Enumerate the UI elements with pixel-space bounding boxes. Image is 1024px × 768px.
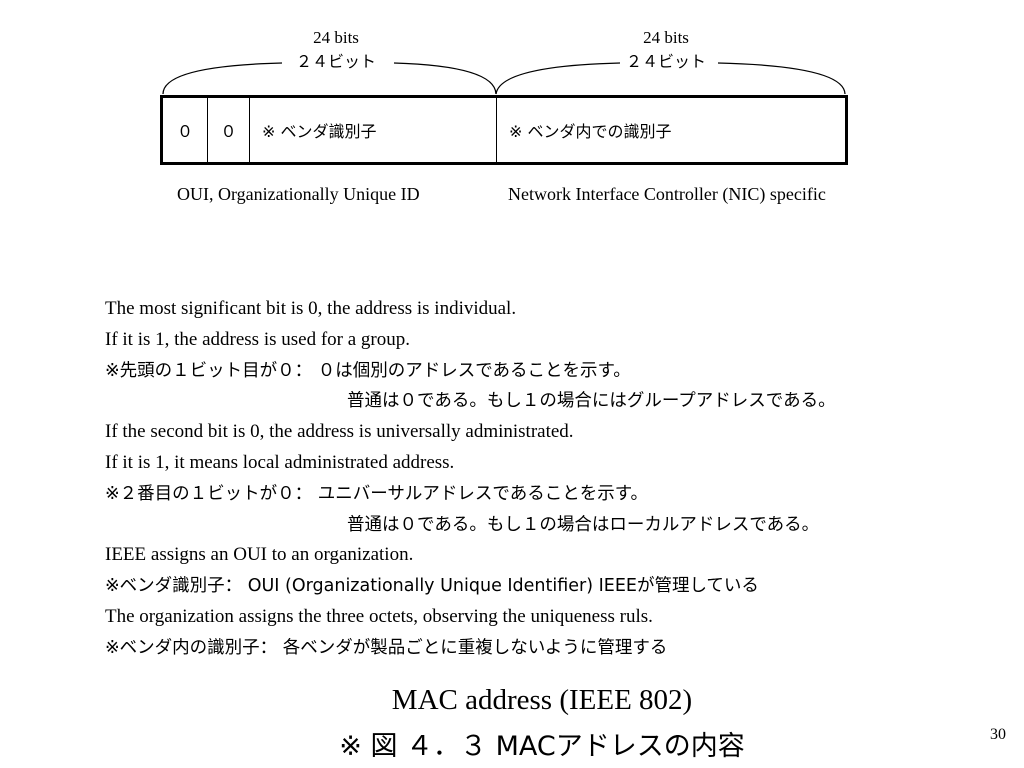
slide-title: MAC address (IEEE 802) [391,684,693,716]
right-span-bracket [495,62,621,95]
right-bits-label-jp: ２４ビット [625,52,706,71]
left-span-bracket-right [393,62,497,95]
ul-bit-value: ０ [220,122,237,141]
body-line: If it is 1, it means local administrated… [105,451,455,473]
mac-address-field-table: ０ ０ ※ ベンダ識別子 ※ ベンダ内での識別子 [160,95,848,165]
oui-cell: ※ ベンダ識別子 [249,98,496,162]
body-line: ※ベンダ識別子： OUI (Organizationally Unique Id… [105,576,759,597]
body-line: IEEE assigns an OUI to an organization. [105,544,414,566]
nic-label: ※ ベンダ内での識別子 [509,122,672,141]
right-span-bracket-right [717,62,846,95]
oui-label: ※ ベンダ識別子 [262,122,377,141]
body-line: If the second bit is 0, the address is u… [105,421,574,443]
body-line: The most significant bit is 0, the addre… [105,298,517,319]
page-number: 30 [990,726,1006,743]
body-line: ※２番目の１ビットが０： ユニバーサルアドレスであることを示す。 [105,483,648,504]
body-line: 普通は０である。もし１の場合にはグループアドレスである。 [347,391,836,412]
bit-span-brackets [162,62,846,95]
body-line: The organization assigns the three octet… [105,605,653,627]
ul-bit-cell: ０ [207,98,249,162]
body-line: 普通は０である。もし１の場合はローカルアドレスである。 [347,514,820,535]
nic-cell: ※ ベンダ内での識別子 [496,98,845,162]
body-line: ※先頭の１ビット目が０： ０は個別のアドレスであることを示す。 [105,360,631,381]
oui-caption: OUI, Organizationally Unique ID [177,184,420,204]
ig-bit-cell: ０ [163,98,207,162]
left-bits-label-jp: ２４ビット [295,52,376,71]
ig-bit-value: ０ [176,122,193,141]
left-bits-label: 24 bits [313,28,359,47]
explanation-text: The most significant bit is 0, the addre… [105,294,836,664]
body-line: If it is 1, the address is used for a gr… [105,328,410,350]
nic-caption: Network Interface Controller (NIC) speci… [508,184,826,204]
figure-caption: ※ 図 ４．３ MACアドレスの内容 [339,731,745,762]
left-span-bracket [162,62,283,95]
right-bits-label: 24 bits [643,28,689,47]
body-line: ※ベンダ内の識別子： 各ベンダが製品ごとに重複しないように管理する [105,637,668,658]
